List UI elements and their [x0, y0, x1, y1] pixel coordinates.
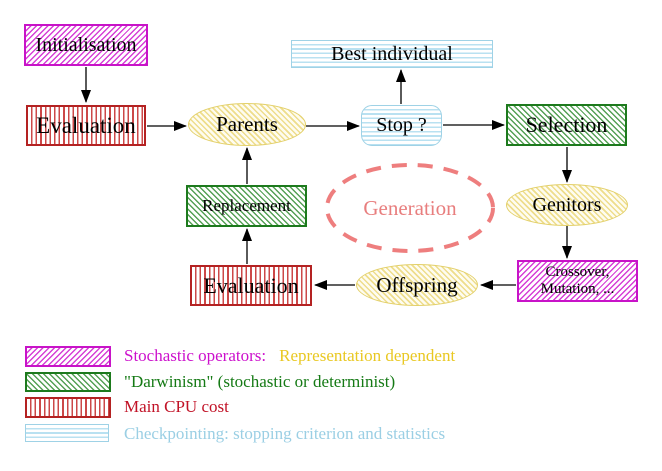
node-parents: Parents: [188, 103, 306, 146]
legend-item-stochastic-operators: Stochastic operators: Representation depe…: [124, 347, 455, 365]
generation-cycle-dashed-ellipse: [325, 163, 495, 253]
node-genitors: Genitors: [506, 184, 628, 226]
node-best-individual: Best individual: [291, 40, 493, 68]
node-initialisation: Initialisation: [24, 24, 148, 66]
generation-cycle-label: Generation: [363, 196, 457, 220]
legend-swatch-green-diagonal-hatch: [25, 372, 111, 392]
node-offspring: Offspring: [356, 264, 478, 306]
node-evaluation-bottom: Evaluation: [190, 265, 312, 306]
legend-label-checkpointing: Checkpointing: stopping criterion and st…: [124, 424, 446, 443]
legend-label-darwinism: "Darwinism" (stochastic or determinist): [124, 372, 396, 391]
legend-swatch-red-vertical-stripes: [25, 397, 111, 418]
legend-label-representation-dependent: Representation dependent: [279, 346, 456, 365]
legend-swatch-magenta-diagonal-hatch: [25, 346, 111, 367]
node-replacement: Replacement: [186, 185, 307, 227]
crossover-label-line2: Mutation, ...: [540, 281, 615, 297]
crossover-label-line1: Crossover,: [545, 264, 610, 280]
node-stop: Stop ?: [361, 105, 442, 146]
legend-label-main-cpu-cost: Main CPU cost: [124, 397, 229, 416]
node-evaluation-top: Evaluation: [26, 105, 146, 146]
legend-label-stochastic-operators: Stochastic operators:: [124, 346, 267, 365]
node-selection: Selection: [506, 104, 627, 146]
legend-swatch-cyan-horizontal-stripes: [25, 424, 109, 442]
node-crossover-mutation: Crossover, Mutation, ...: [517, 260, 638, 302]
